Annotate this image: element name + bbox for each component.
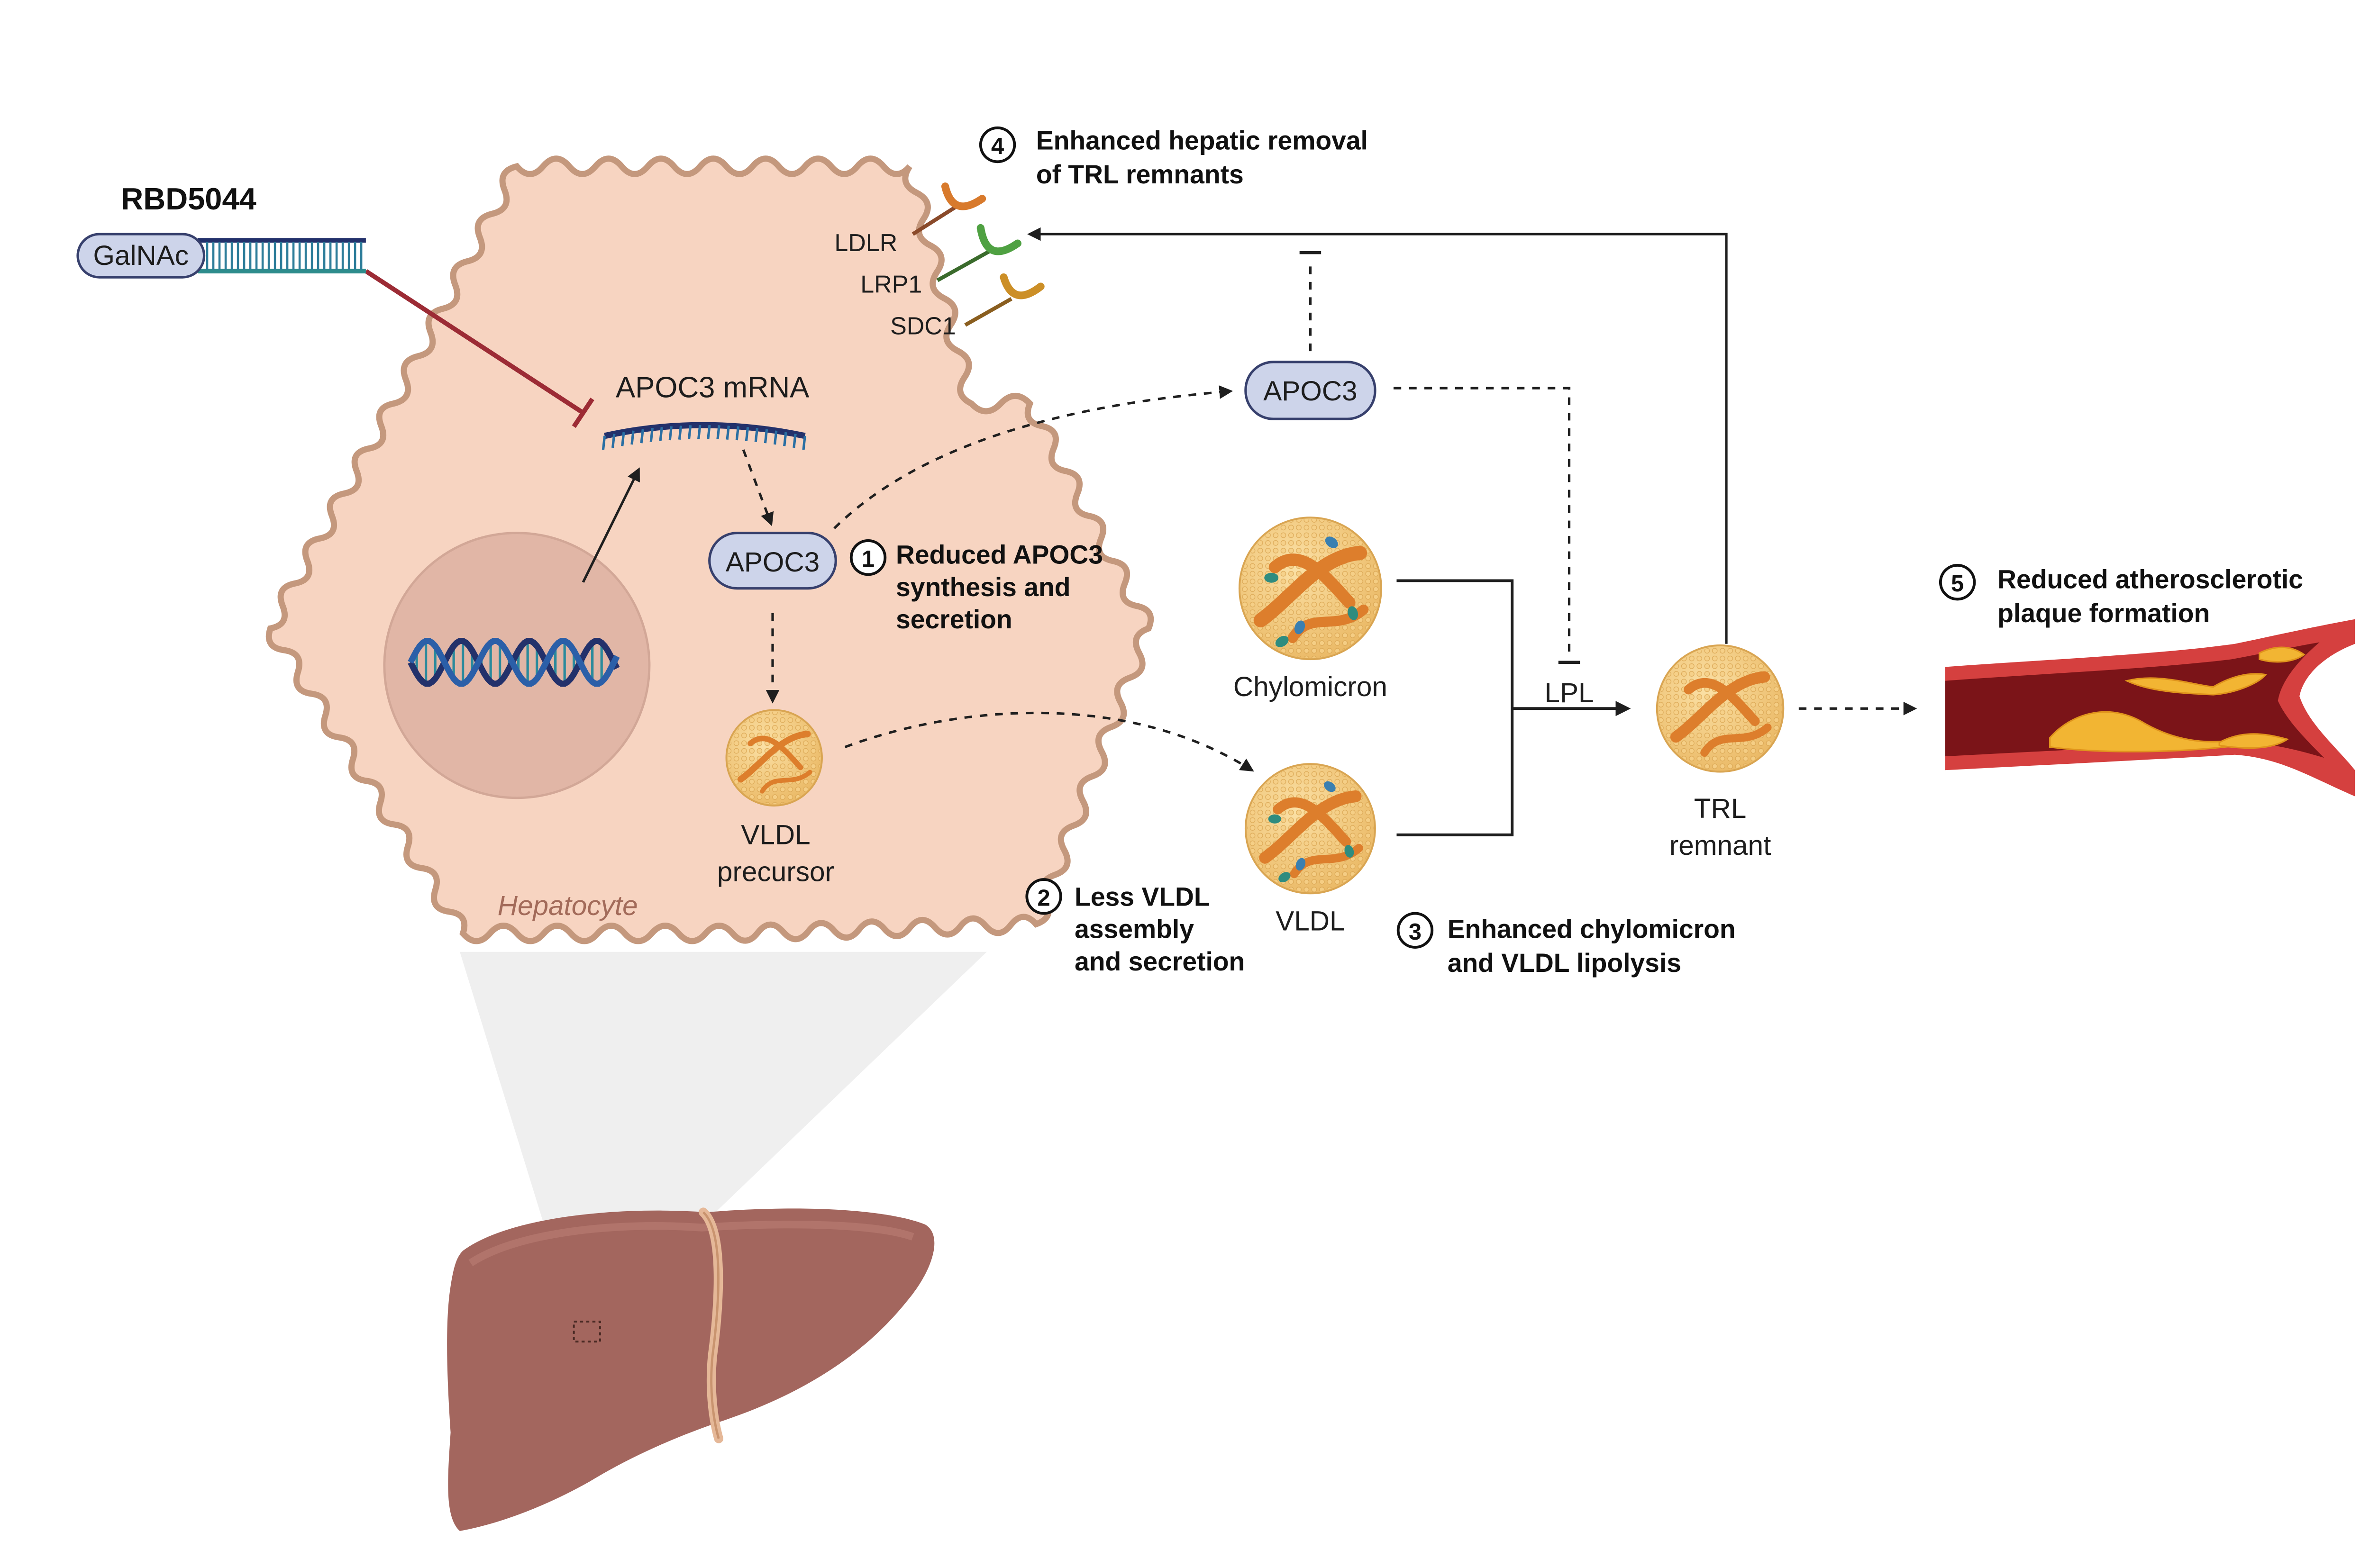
trl-remnant-particle: [1656, 644, 1785, 773]
apoc3-mrna-icon: [602, 422, 806, 450]
svg-text:Enhanced chylomicron: Enhanced chylomicron: [1448, 915, 1736, 944]
sdc1-receptor-icon: [964, 273, 1045, 327]
svg-text:1: 1: [862, 546, 875, 572]
svg-text:of TRL remnants: of TRL remnants: [1036, 160, 1244, 189]
transcription-arrow: [582, 467, 640, 583]
galnac-pill: [76, 233, 206, 279]
svg-text:secretion: secretion: [896, 605, 1012, 634]
svg-text:Less VLDL: Less VLDL: [1075, 882, 1210, 911]
lrp1-label: LRP1: [860, 271, 922, 299]
vldl-label: VLDL: [1276, 906, 1345, 936]
ldlr-label: LDLR: [834, 229, 897, 257]
svg-text:assembly: assembly: [1075, 915, 1194, 944]
inhibition-bar: [572, 398, 594, 428]
galnac-label: GalNAc: [93, 240, 189, 271]
sirna-duplex-icon: [198, 238, 366, 273]
chylomicron-label: Chylomicron: [1233, 671, 1387, 702]
step-4-annotation: 4 Enhanced hepatic removal of TRL remnan…: [979, 126, 1368, 189]
apoc3-intracellular-pill: [708, 532, 837, 590]
apoc3-mrna-label: APOC3 mRNA: [616, 372, 810, 404]
svg-text:and secretion: and secretion: [1075, 947, 1245, 976]
vldl-precursor-label-2: precursor: [717, 856, 834, 887]
svg-text:5: 5: [1951, 571, 1964, 597]
svg-text:plaque formation: plaque formation: [1997, 598, 2210, 628]
trl-label-2: remnant: [1669, 830, 1771, 861]
step-5-annotation: 5 Reduced atherosclerotic plaque formati…: [1939, 564, 2303, 628]
apoc3-intracellular-label: APOC3: [726, 547, 820, 578]
svg-text:4: 4: [991, 134, 1004, 159]
precursor-to-vldl-arrow: [844, 711, 1254, 772]
sdc1-label: SDC1: [890, 312, 956, 340]
svg-text:and VLDL lipolysis: and VLDL lipolysis: [1448, 948, 1681, 978]
apoc3-secretion-arrow: [833, 385, 1233, 529]
lrp1-receptor-icon: [936, 224, 1021, 282]
remnant-uptake-arrow: [1027, 227, 1728, 644]
trl-label-1: TRL: [1694, 793, 1747, 824]
hepatocyte-label: Hepatocyte: [498, 890, 638, 921]
artery-plaque-icon: [1945, 619, 2355, 797]
apoc3-circulating-pill: [1244, 361, 1376, 420]
inhibition-line: [365, 269, 584, 415]
chylomicron-particle: [1238, 517, 1382, 661]
lpl-label: LPL: [1544, 678, 1594, 708]
svg-text:2: 2: [1038, 885, 1050, 911]
lipolysis-bracket: [1396, 579, 1514, 836]
apoc3-lpl-inhibition: [1393, 387, 1571, 660]
vldl-precursor-particle: [725, 709, 823, 807]
ldlr-receptor-icon: [912, 182, 986, 236]
liver-icon: [447, 1207, 935, 1531]
svg-text:Enhanced hepatic removal: Enhanced hepatic removal: [1036, 126, 1368, 155]
svg-text:synthesis and: synthesis and: [896, 572, 1070, 602]
dna-helix-icon: [408, 638, 620, 687]
translation-arrow: [742, 449, 774, 526]
step-2-annotation: 2 Less VLDL assembly and secretion: [1025, 878, 1245, 976]
apoc3-circulating-label: APOC3: [1263, 376, 1357, 407]
vldl-particle: [1244, 763, 1376, 895]
svg-text:Reduced APOC3: Reduced APOC3: [896, 540, 1103, 570]
svg-text:3: 3: [1409, 919, 1422, 945]
vldl-precursor-label-1: VLDL: [741, 819, 810, 850]
step-1-annotation: 1 Reduced APOC3 synthesis and secretion: [849, 539, 1103, 634]
svg-text:Reduced atherosclerotic: Reduced atherosclerotic: [1997, 565, 2303, 594]
step-3-annotation: 3 Enhanced chylomicron and VLDL lipolysi…: [1396, 912, 1736, 978]
drug-name: RBD5044: [121, 181, 256, 216]
